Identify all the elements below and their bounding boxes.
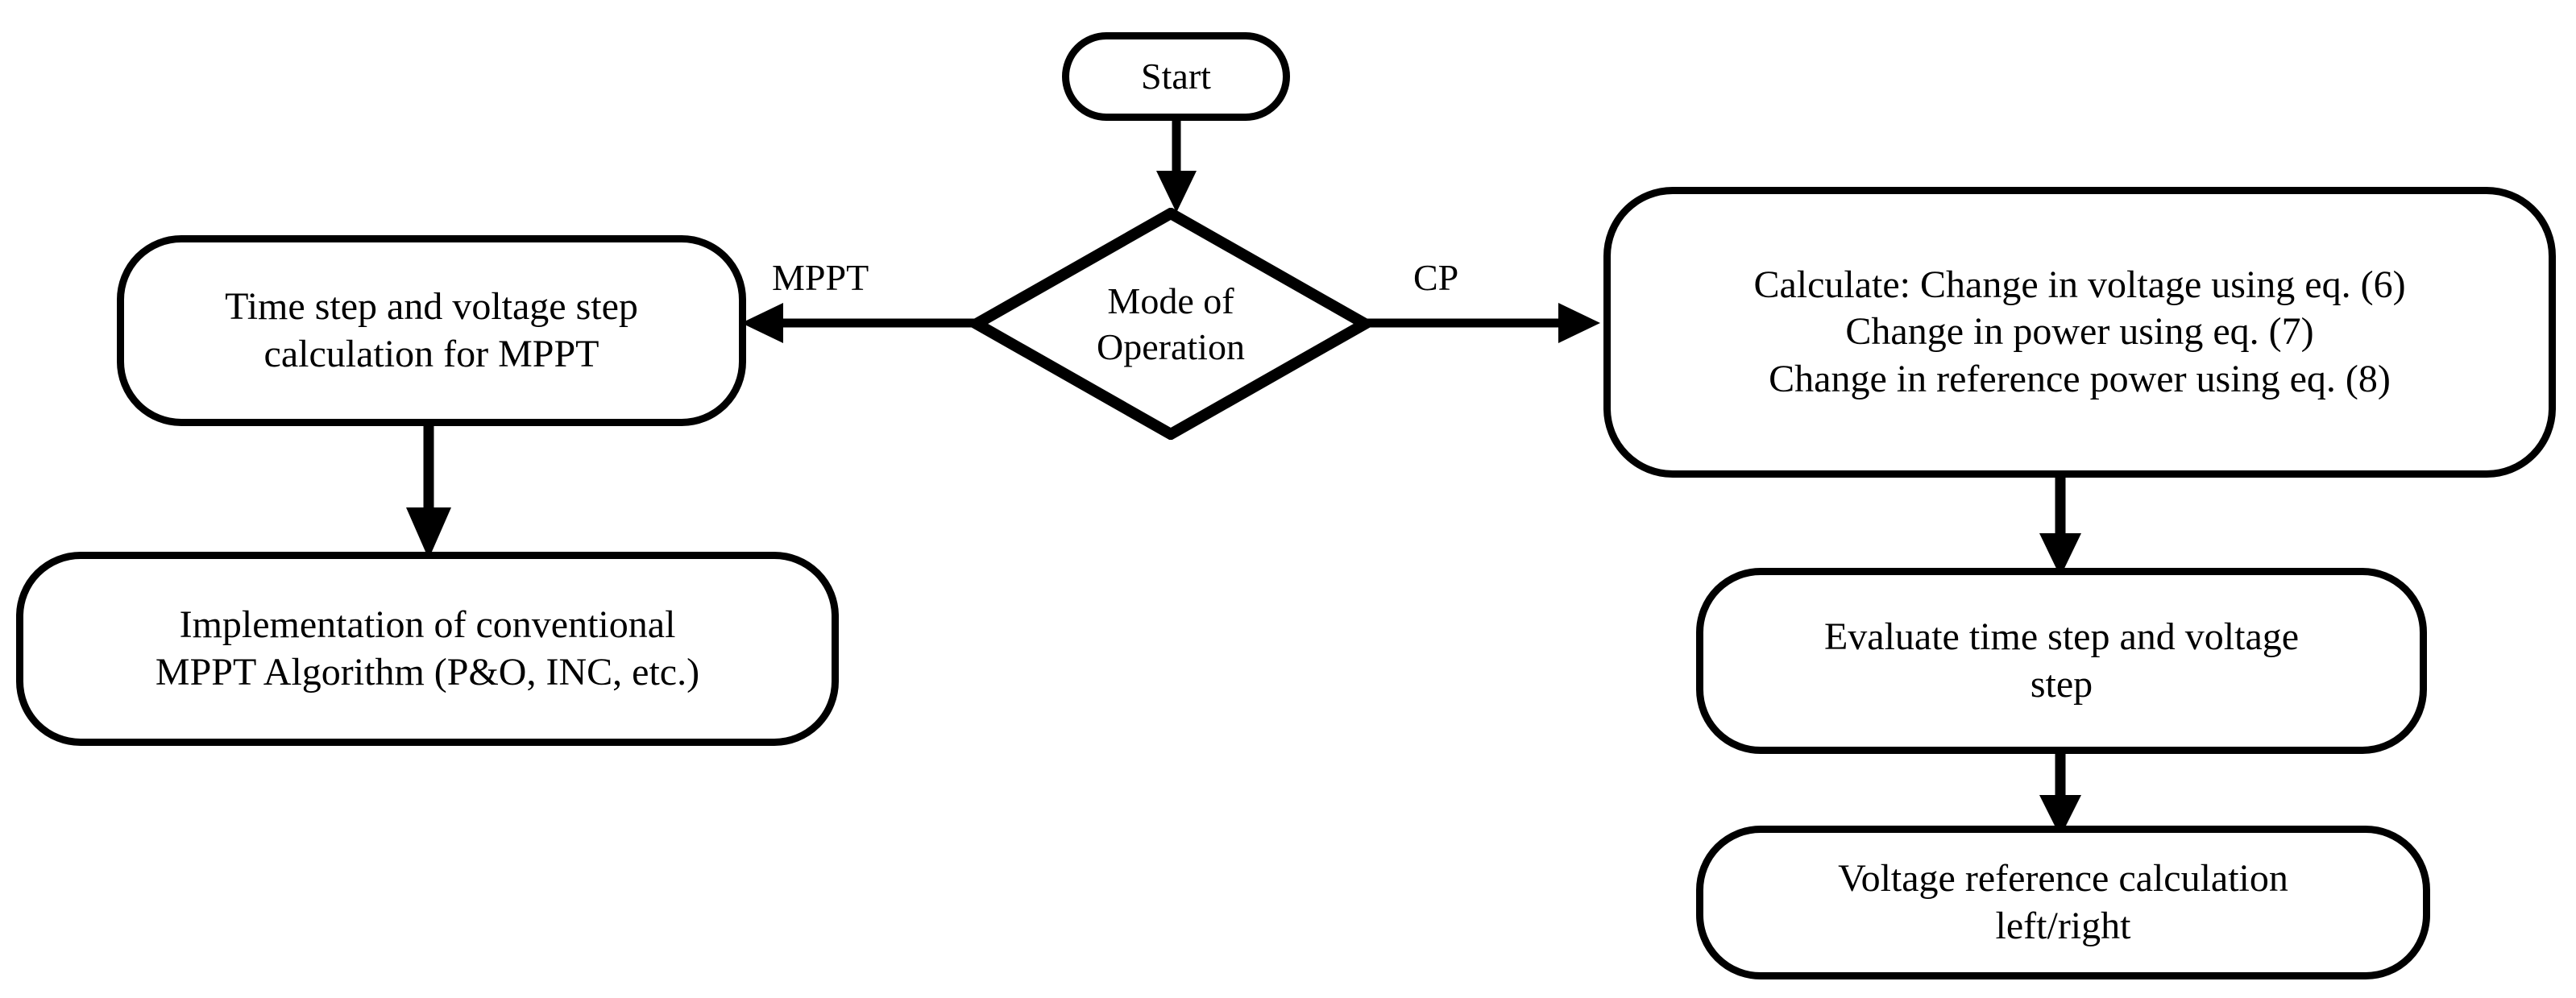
node-start[interactable]: Start [1062, 32, 1290, 121]
node-mppt-calc-label: Time step and voltage step calculation f… [225, 284, 638, 375]
diamond-shape [971, 208, 1371, 440]
node-cp-voltage-reference-calculation[interactable]: Voltage reference calculation left/right [1696, 826, 2430, 979]
node-cp-calculate-changes[interactable]: Calculate: Change in voltage using eq. (… [1603, 187, 2556, 478]
node-mppt-algorithm-implementation[interactable]: Implementation of conventional MPPT Algo… [16, 552, 839, 746]
connector-decision-to-cp [1359, 298, 1616, 348]
edge-label-cp: CP [1408, 256, 1464, 299]
edge-label-mppt: MPPT [767, 256, 874, 299]
connector-decision-to-mppt [725, 298, 983, 348]
node-decision-label: Mode of Operation [1097, 280, 1245, 368]
node-start-label: Start [1141, 55, 1211, 97]
node-cp-eval-label: Evaluate time step and voltage step [1823, 615, 2300, 706]
node-cp-calc-label: Calculate: Change in voltage using eq. (… [1753, 263, 2406, 400]
connector-cp-calc-to-eval [2028, 469, 2093, 580]
connector-cp-eval-to-vref [2028, 745, 2093, 840]
node-cp-vref-label: Voltage reference calculation left/right [1838, 856, 2288, 947]
connector-mppt-calc-to-impl [396, 417, 461, 562]
connector-start-to-decision [1144, 113, 1209, 217]
node-decision-mode-of-operation[interactable]: Mode of Operation [971, 208, 1371, 440]
node-cp-evaluate-time-voltage-step[interactable]: Evaluate time step and voltage step [1696, 568, 2427, 754]
node-mppt-time-voltage-step-calc[interactable]: Time step and voltage step calculation f… [117, 235, 746, 426]
node-mppt-impl-label: Implementation of conventional MPPT Algo… [155, 603, 700, 694]
